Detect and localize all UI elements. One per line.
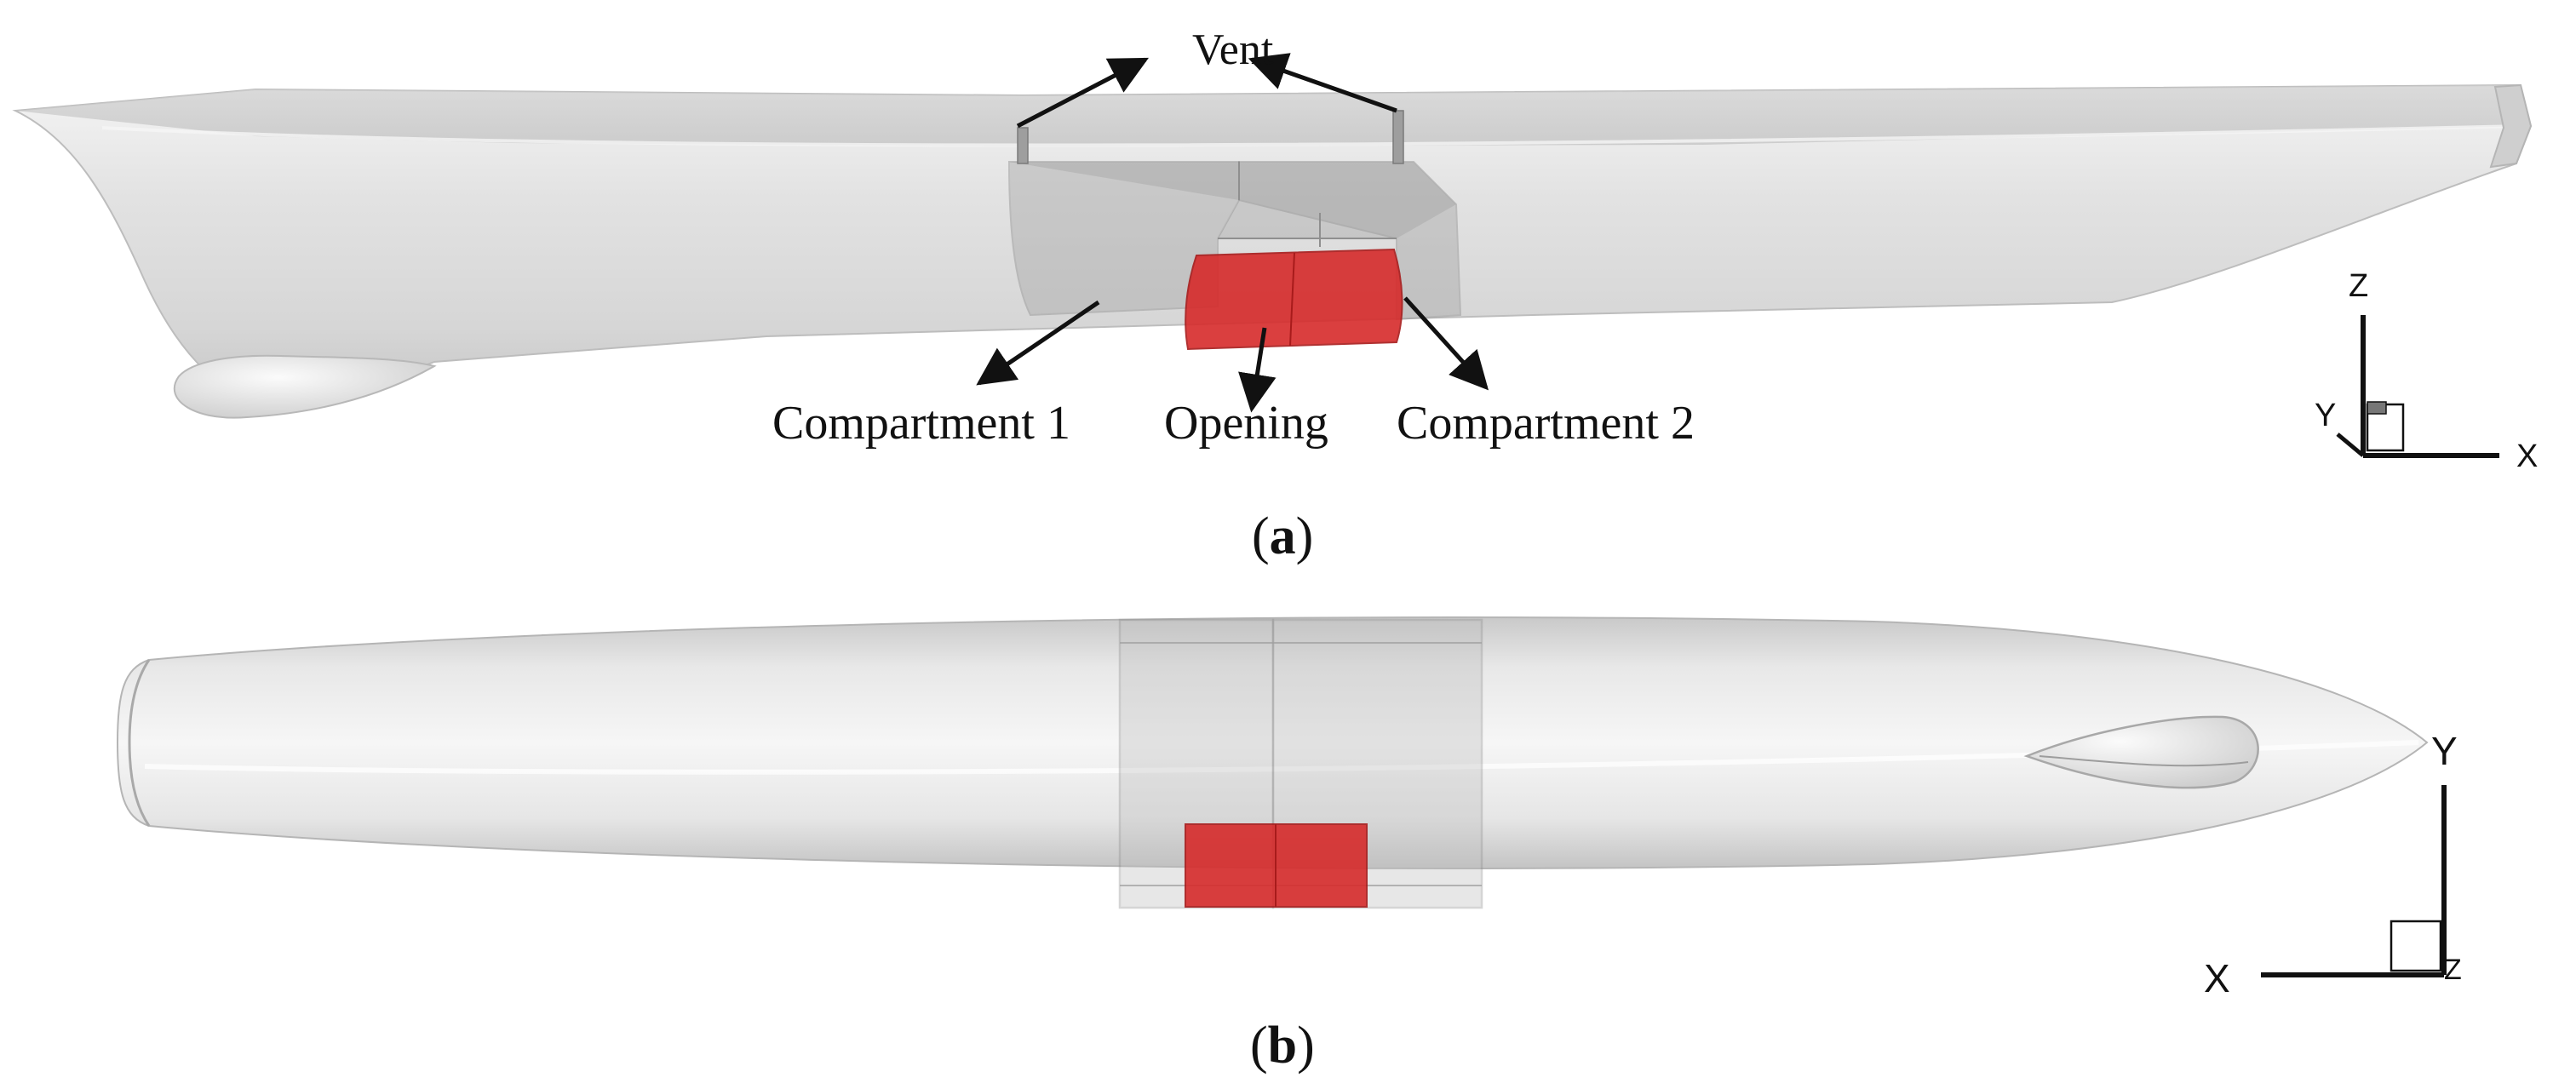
hull-top [116,616,2429,869]
label-compartment-2: Compartment 2 [1397,397,1695,450]
caption-b: (b) [1250,1017,1315,1075]
opening-divider [1289,252,1295,347]
opening-side [1185,248,1403,351]
axis-a-y: Y [2315,398,2336,433]
panel-a-side-view: Vent Compartment 1 Opening Compartment 2… [12,26,2538,565]
label-vent: Vent [1192,26,1274,74]
opening-arrow [1238,327,1277,413]
compartment-1-arrow [976,300,1100,386]
compartment-2-arrow [1403,296,1489,391]
hull-sheer-line [101,124,2521,147]
compartments-side [1007,161,1462,321]
axis-a-x: X [2516,438,2538,474]
axis-a-z: Z [2349,268,2368,304]
vent-pipe-2 [1392,110,1404,164]
vent-arrow-right [1248,53,1397,113]
hull-deck [15,85,2531,146]
bulbous-bow [173,354,437,419]
axis-b-x: X [2204,956,2230,1000]
caption-a: (a) [1252,507,1313,565]
bulbous-bow-top-edge [2039,755,2249,767]
panel-b-top-view: Y X Z (b) [116,616,2462,1075]
axis-triad-b: Y X Z [2204,729,2462,1000]
vent-arrow-left [1016,57,1149,129]
axis-triad-a: Z Y X [2315,268,2538,474]
hull-top-stern [128,659,151,827]
axis-b-y: Y [2431,729,2458,773]
compartment-top [1009,162,1456,238]
hull-stern-face [2489,83,2533,169]
compartments-top [1118,618,1483,909]
vent-pipe-1 [1017,127,1029,164]
label-compartment-1: Compartment 1 [772,397,1070,450]
annotation-arrows [976,53,1489,413]
vents-side [1017,110,1404,164]
axis-b-z: Z [2444,954,2462,986]
compartment-2-box [1238,161,1462,321]
label-opening: Opening [1164,397,1328,450]
bulbous-bow-top [2023,715,2259,789]
